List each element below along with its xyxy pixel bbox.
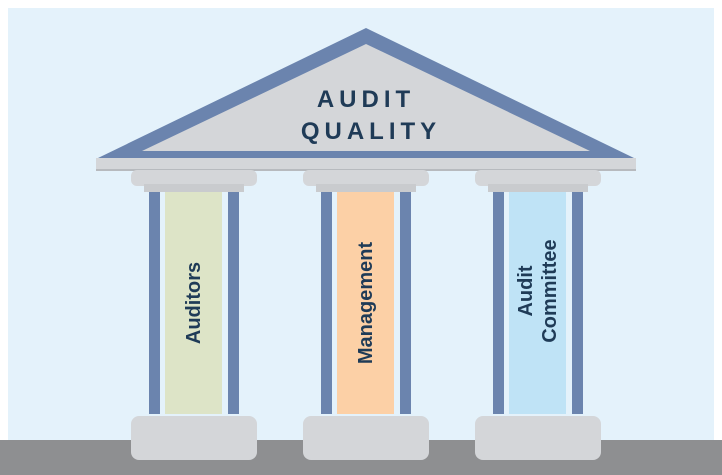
pillar-shaft <box>165 192 222 414</box>
pillar-capital <box>131 170 257 186</box>
pillar-capital-base <box>316 184 416 192</box>
roof-beam <box>96 158 636 170</box>
pillar-capital <box>475 170 601 186</box>
pillar-left-bar <box>149 192 160 414</box>
pillar-base <box>475 416 601 460</box>
pillar-audit-committee: Audit Committee <box>475 170 601 460</box>
pillar-capital <box>303 170 429 186</box>
pillar-label-management: Management <box>355 242 377 365</box>
pillar-auditors: Auditors <box>131 170 257 460</box>
pillar-base <box>303 416 429 460</box>
pillar-capital-base <box>488 184 588 192</box>
pillar-left-bar <box>321 192 332 414</box>
roof-title-line1: AUDIT <box>317 86 415 113</box>
pillar-base <box>131 416 257 460</box>
pillar-right-bar <box>572 192 583 414</box>
pillar-shaft <box>337 192 394 414</box>
pillar-management: Management <box>303 170 429 460</box>
pillar-right-bar <box>228 192 239 414</box>
pillar-shaft <box>509 192 566 414</box>
pillar-capital-base <box>144 184 244 192</box>
pillar-label-audit: Audit <box>515 265 537 316</box>
roof-title-line2: QUALITY <box>301 118 441 145</box>
roof-gable <box>142 44 590 151</box>
pillar-right-bar <box>400 192 411 414</box>
pillar-left-bar <box>493 192 504 414</box>
pillar-label-committee: Committee <box>539 239 561 342</box>
pillar-label-auditors: Auditors <box>183 262 205 344</box>
